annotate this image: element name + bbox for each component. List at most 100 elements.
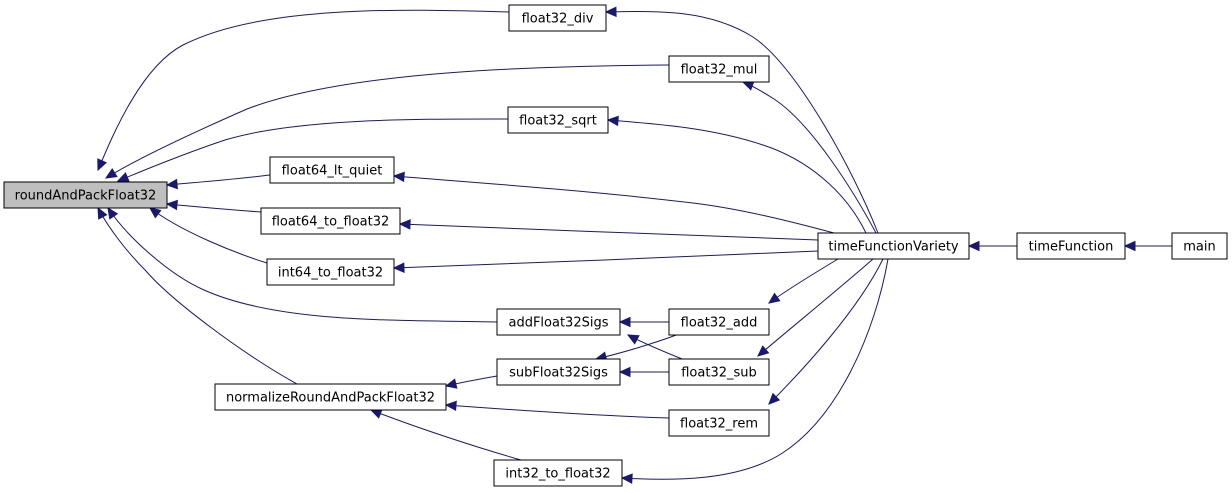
node-float64_lt_quiet[interactable]: float64_lt_quiet — [269, 156, 395, 184]
arrowhead-icon — [116, 172, 130, 182]
edge-line — [370, 409, 522, 461]
node-label: normalizeRoundAndPackFloat32 — [226, 391, 435, 406]
edge-line — [97, 9, 510, 171]
edge-line — [149, 207, 268, 264]
node-label: subFloat32Sigs — [509, 366, 608, 381]
edge-timeFunctionVariety-to-float64_lt_quiet — [392, 171, 835, 234]
edge-timeFunctionVariety-to-float64_to_float32 — [398, 219, 819, 241]
edge-line — [742, 81, 877, 234]
arrowhead-icon — [369, 408, 383, 419]
edge-line — [166, 174, 271, 186]
arrowhead-icon — [741, 80, 755, 91]
edge-timeFunctionVariety-to-float32_mul — [741, 80, 877, 234]
node-int64_to_float32[interactable]: int64_to_float32 — [266, 258, 395, 286]
edge-subFloat32Sigs-to-normalizeRoundAndPackFloat32 — [444, 375, 498, 389]
node-label: float64_to_float32 — [272, 215, 390, 230]
edge-main-to-timeFunction — [1123, 240, 1173, 252]
edge-line — [107, 207, 498, 323]
edge-line — [166, 203, 262, 213]
node-label: float32_add — [681, 316, 758, 331]
nodes-layer: roundAndPackFloat32 float32_div float32_… — [3, 4, 1228, 487]
arrowhead-icon — [165, 199, 178, 211]
edge-line — [97, 207, 298, 385]
node-label: float32_mul — [681, 63, 758, 78]
arrowhead-icon — [444, 400, 457, 412]
edge-timeFunctionVariety-to-float32_add — [768, 258, 839, 304]
edge-float64_to_float32-to-roundAndPackFloat32 — [165, 199, 262, 213]
node-timeFunctionVariety[interactable]: timeFunctionVariety — [817, 232, 970, 260]
edge-float32_div-to-roundAndPackFloat32 — [97, 9, 510, 172]
node-label: timeFunction — [1029, 240, 1114, 255]
node-label: float32_div — [522, 12, 594, 27]
edge-float32_sqrt-to-roundAndPackFloat32 — [116, 118, 509, 182]
arrowhead-icon — [604, 6, 617, 18]
arrowhead-icon — [967, 240, 980, 252]
node-label: int32_to_float32 — [505, 467, 610, 482]
edge-line — [607, 119, 867, 234]
edge-line — [393, 250, 819, 269]
arrowhead-icon — [1123, 240, 1136, 252]
arrowhead-icon — [97, 158, 108, 172]
node-float32_div[interactable]: float32_div — [508, 4, 607, 32]
edge-timeFunctionVariety-to-float32_sqrt — [606, 115, 867, 234]
arrowhead-icon — [392, 262, 405, 273]
arrowhead-icon — [606, 115, 619, 127]
node-label: timeFunctionVariety — [828, 240, 959, 255]
edge-line — [393, 175, 835, 234]
edge-timeFunctionVariety-to-float32_rem — [768, 258, 884, 405]
edge-float32_rem-to-normalizeRoundAndPackFloat32 — [444, 400, 670, 419]
arrowhead-icon — [97, 206, 108, 220]
edge-int64_to_float32-to-roundAndPackFloat32 — [149, 207, 268, 264]
arrowhead-icon — [768, 392, 781, 405]
node-normalizeRoundAndPackFloat32[interactable]: normalizeRoundAndPackFloat32 — [214, 383, 447, 411]
node-label: float32_sub — [681, 366, 757, 381]
edge-addFloat32Sigs-to-roundAndPackFloat32 — [107, 206, 498, 323]
edge-line — [399, 223, 819, 241]
edge-timeFunctionVariety-to-float32_sub — [757, 258, 874, 357]
arrowhead-icon — [757, 345, 770, 357]
edge-line — [117, 118, 509, 182]
edge-line — [757, 258, 874, 357]
edge-timeFunctionVariety-to-float32_div — [604, 6, 879, 234]
node-float32_rem[interactable]: float32_rem — [668, 409, 770, 437]
edge-line — [605, 11, 879, 234]
edge-timeFunctionVariety-to-int32_to_float32 — [620, 258, 889, 484]
edge-timeFunction-to-timeFunctionVariety — [967, 240, 1018, 252]
arrowhead-icon — [398, 219, 411, 230]
arrowhead-icon — [165, 178, 178, 190]
arrowhead-icon — [620, 473, 633, 484]
edge-line — [768, 258, 839, 304]
edge-timeFunctionVariety-to-int64_to_float32 — [392, 250, 819, 273]
node-timeFunction[interactable]: timeFunction — [1016, 232, 1126, 260]
node-subFloat32Sigs[interactable]: subFloat32Sigs — [496, 358, 621, 386]
node-float32_sqrt[interactable]: float32_sqrt — [507, 106, 609, 134]
edge-float32_sub-to-addFloat32Sigs — [626, 334, 683, 360]
arrowhead-icon — [618, 316, 631, 328]
arrowhead-icon — [107, 206, 119, 220]
edge-float32_sub-to-subFloat32Sigs — [618, 366, 669, 378]
node-int32_to_float32[interactable]: int32_to_float32 — [493, 459, 623, 487]
edge-line — [621, 258, 889, 480]
node-roundAndPackFloat32[interactable]: roundAndPackFloat32 — [3, 181, 168, 209]
arrowhead-icon — [104, 167, 118, 179]
node-float64_to_float32[interactable]: float64_to_float32 — [260, 207, 401, 235]
node-label: int64_to_float32 — [278, 266, 383, 281]
node-addFloat32Sigs[interactable]: addFloat32Sigs — [496, 308, 621, 336]
arrowhead-icon — [149, 207, 162, 219]
node-float32_mul[interactable]: float32_mul — [668, 55, 770, 83]
node-main[interactable]: main — [1171, 232, 1228, 260]
edge-float32_add-to-addFloat32Sigs — [618, 316, 669, 328]
node-label: main — [1183, 240, 1215, 255]
edge-line — [105, 64, 670, 179]
edge-normalizeRoundAndPackFloat32-to-roundAndPackFloat32 — [97, 206, 298, 385]
node-float32_sub[interactable]: float32_sub — [668, 358, 770, 386]
arrowhead-icon — [618, 366, 631, 378]
node-float32_add[interactable]: float32_add — [668, 308, 770, 336]
arrowhead-icon — [444, 378, 458, 389]
node-label: float64_lt_quiet — [282, 164, 383, 179]
node-label: float32_rem — [680, 417, 758, 432]
edge-float64_lt_quiet-to-roundAndPackFloat32 — [165, 174, 271, 190]
arrowhead-icon — [626, 334, 640, 345]
edge-float32_mul-to-roundAndPackFloat32 — [104, 64, 670, 179]
